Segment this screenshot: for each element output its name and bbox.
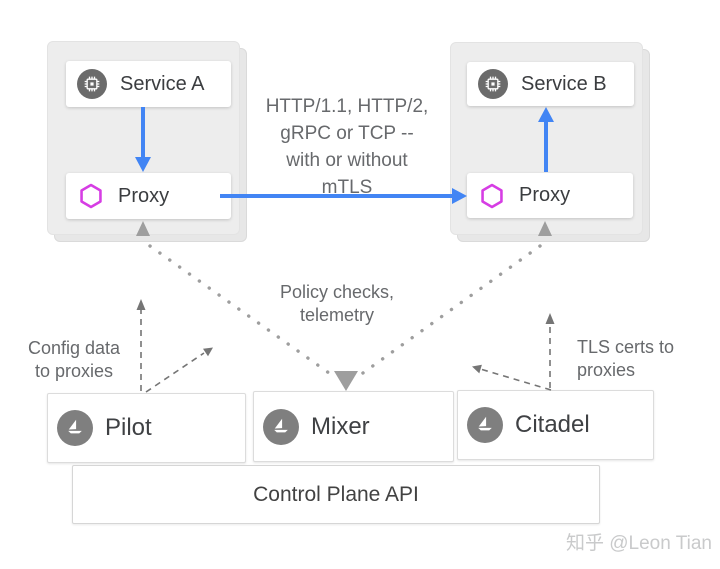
hexagon-icon (478, 182, 506, 210)
dotted-arrowhead-into-mixer (334, 371, 358, 391)
istio-sailboat-icon (263, 408, 299, 445)
proxy-b-label: Proxy (519, 184, 571, 206)
service-b-node: Service B (467, 62, 634, 106)
istio-sailboat-icon (57, 410, 93, 446)
protocols-annotation: HTTP/1.1, HTTP/2, gRPC or TCP -- with or… (265, 96, 429, 198)
config-data-annotation: Config data to proxies (27, 338, 121, 381)
pilot-box: Pilot (47, 393, 246, 463)
chip-icon (478, 69, 508, 99)
policy-telemetry-annotation: Policy checks, telemetry (279, 282, 395, 325)
mixer-box: Mixer (253, 391, 454, 462)
watermark: 知乎 @Leon Tian (565, 533, 712, 554)
citadel-label: Citadel (515, 411, 590, 438)
service-a-node: Service A (66, 61, 231, 107)
chip-icon (77, 69, 107, 99)
pilot-label: Pilot (105, 414, 152, 441)
dashed-arrow-citadel-up (545, 313, 555, 388)
tls-certs-annotation: TLS certs to proxies (577, 337, 675, 380)
mixer-label: Mixer (311, 412, 370, 440)
proxy-b-node: Proxy (467, 173, 633, 218)
dashed-arrow-citadel-diagonal (472, 364, 552, 391)
service-b-label: Service B (521, 72, 607, 95)
proxy-a-label: Proxy (118, 184, 170, 207)
hexagon-icon (77, 182, 105, 210)
control-plane-api-label: Control Plane API (253, 482, 419, 506)
citadel-box: Citadel (457, 390, 654, 460)
istio-sailboat-icon (467, 407, 503, 443)
dashed-arrow-pilot-diagonal (145, 347, 213, 393)
proxy-a-node: Proxy (66, 173, 231, 219)
control-plane-api-box: Control Plane API (72, 465, 600, 524)
service-a-label: Service A (120, 72, 205, 95)
